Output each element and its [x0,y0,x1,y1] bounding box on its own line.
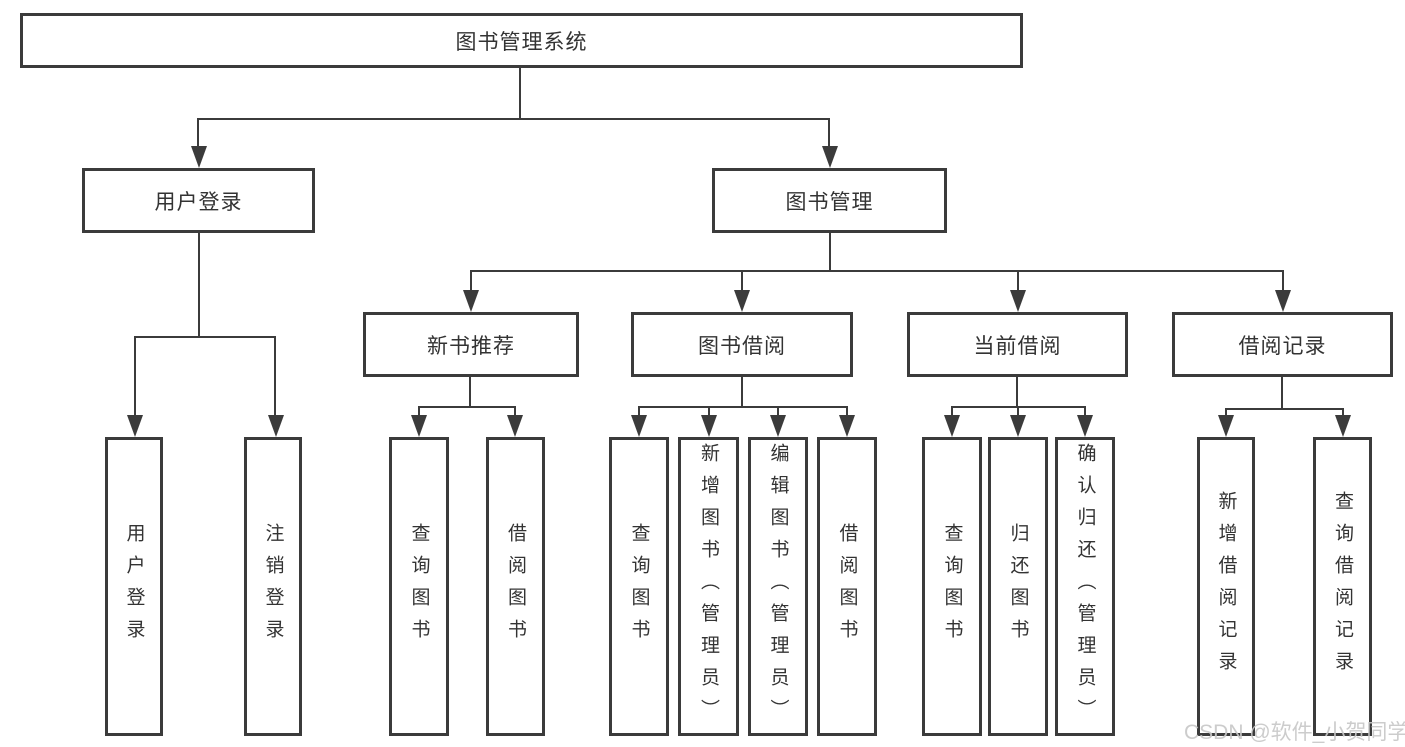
leaf-borrow-books-recommend: 借阅图书 [486,437,545,736]
arrow-nb-leaf1 [411,415,427,437]
arrow-nb-leaf2 [507,415,523,437]
connector-user-login-stem [198,233,200,336]
arrow-bw-leaf3 [770,415,786,437]
arrow-cur-leaf2 [1010,415,1026,437]
connector-bw-leaf4-shaft [846,406,848,417]
connector-rec-leaf1-shaft [1225,408,1227,417]
connector-cur-leaf1-shaft [951,406,953,417]
connector-to-current-shaft [1017,270,1019,292]
leaf-user-login: 用户登录 [105,437,163,736]
node-borrowing-records: 借阅记录 [1172,312,1393,377]
connector-nb-leaf2-shaft [514,406,516,417]
connector-records-distributor [1225,408,1344,410]
leaf-logout: 注销登录 [244,437,302,736]
connector-cur-leaf3-shaft [1084,406,1086,417]
leaf-query-books-borrowing: 查询图书 [609,437,669,736]
connector-cur-leaf2-shaft [1017,406,1019,417]
leaf-add-borrow-record: 新增借阅记录 [1197,437,1255,736]
connector-to-book-mgmt-shaft [828,118,830,148]
connector-borrowing-stem [741,377,743,406]
connector-to-leaf-logout-shaft [274,336,276,417]
connector-bw-leaf1-shaft [638,406,640,417]
connector-to-user-login-shaft [197,118,199,148]
connector-to-records-shaft [1282,270,1284,292]
csdn-watermark: CSDN @软件_小贺同学 [1184,721,1405,744]
connector-book-mgmt-distributor [470,270,1283,272]
leaf-edit-book-admin: 编辑图书（管理员） [748,437,808,736]
connector-root-distributor [198,118,830,120]
arrow-bw-leaf2 [701,415,717,437]
arrow-rec-leaf1 [1218,415,1234,437]
connector-current-stem [1016,377,1018,406]
connector-borrowing-distributor [638,406,848,408]
connector-new-books-stem [469,377,471,406]
node-book-management: 图书管理 [712,168,947,233]
connector-to-leaf-user-login-shaft [134,336,136,417]
connector-to-new-books-shaft [470,270,472,292]
connector-new-books-distributor [418,406,516,408]
leaf-query-borrow-record: 查询借阅记录 [1313,437,1372,736]
arrow-to-book-mgmt [822,146,838,168]
arrow-bw-leaf4 [839,415,855,437]
leaf-borrow-books-borrowing: 借阅图书 [817,437,877,736]
arrow-cur-leaf1 [944,415,960,437]
node-new-book-recommend: 新书推荐 [363,312,579,377]
node-book-borrowing: 图书借阅 [631,312,853,377]
arrow-to-current [1010,290,1026,312]
arrow-to-records [1275,290,1291,312]
arrow-to-borrowing [734,290,750,312]
connector-rec-leaf2-shaft [1342,408,1344,417]
node-current-borrowing: 当前借阅 [907,312,1128,377]
connector-bw-leaf2-shaft [708,406,710,417]
arrow-rec-leaf2 [1335,415,1351,437]
connector-bw-leaf3-shaft [777,406,779,417]
connector-book-mgmt-stem [829,233,831,270]
leaf-query-books-current: 查询图书 [922,437,982,736]
leaf-return-book: 归还图书 [988,437,1048,736]
arrow-to-user-login [191,146,207,168]
connector-records-stem [1281,377,1283,408]
arrow-to-leaf-logout [268,415,284,437]
node-root-library-system: 图书管理系统 [20,13,1023,68]
arrow-bw-leaf1 [631,415,647,437]
connector-to-borrowing-shaft [741,270,743,292]
leaf-add-book-admin: 新增图书（管理员） [678,437,739,736]
leaf-confirm-return-admin: 确认归还（管理员） [1055,437,1115,736]
connector-root-stem [519,67,521,118]
connector-user-login-distributor [134,336,276,338]
arrow-to-leaf-user-login [127,415,143,437]
arrow-cur-leaf3 [1077,415,1093,437]
arrow-to-new-books [463,290,479,312]
leaf-query-books-recommend: 查询图书 [389,437,449,736]
node-user-login: 用户登录 [82,168,315,233]
connector-nb-leaf1-shaft [418,406,420,417]
